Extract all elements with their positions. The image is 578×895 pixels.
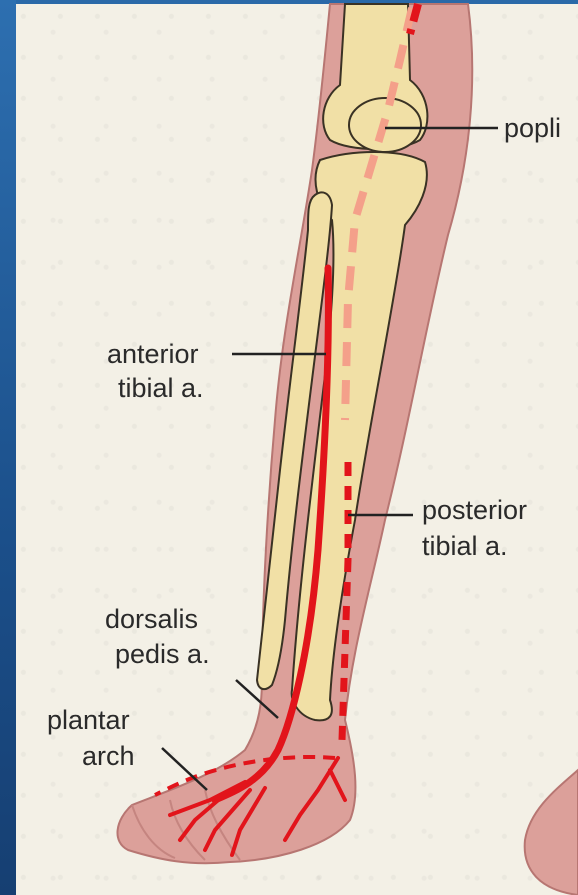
label-popliteal: popli (504, 112, 561, 144)
label-plantar-arch-line2: arch (82, 740, 135, 772)
label-anterior-tibial-line2: tibial a. (118, 372, 204, 404)
label-anterior-tibial-line1: anterior (107, 338, 199, 370)
label-posterior-tibial-line1: posterior (422, 494, 527, 526)
label-dorsalis-pedis-line1: dorsalis (105, 603, 198, 635)
label-plantar-arch-line1: plantar (47, 704, 130, 736)
label-posterior-tibial-line2: tibial a. (422, 530, 508, 562)
label-dorsalis-pedis-line2: pedis a. (115, 638, 210, 670)
other-foot-edge (525, 770, 578, 895)
